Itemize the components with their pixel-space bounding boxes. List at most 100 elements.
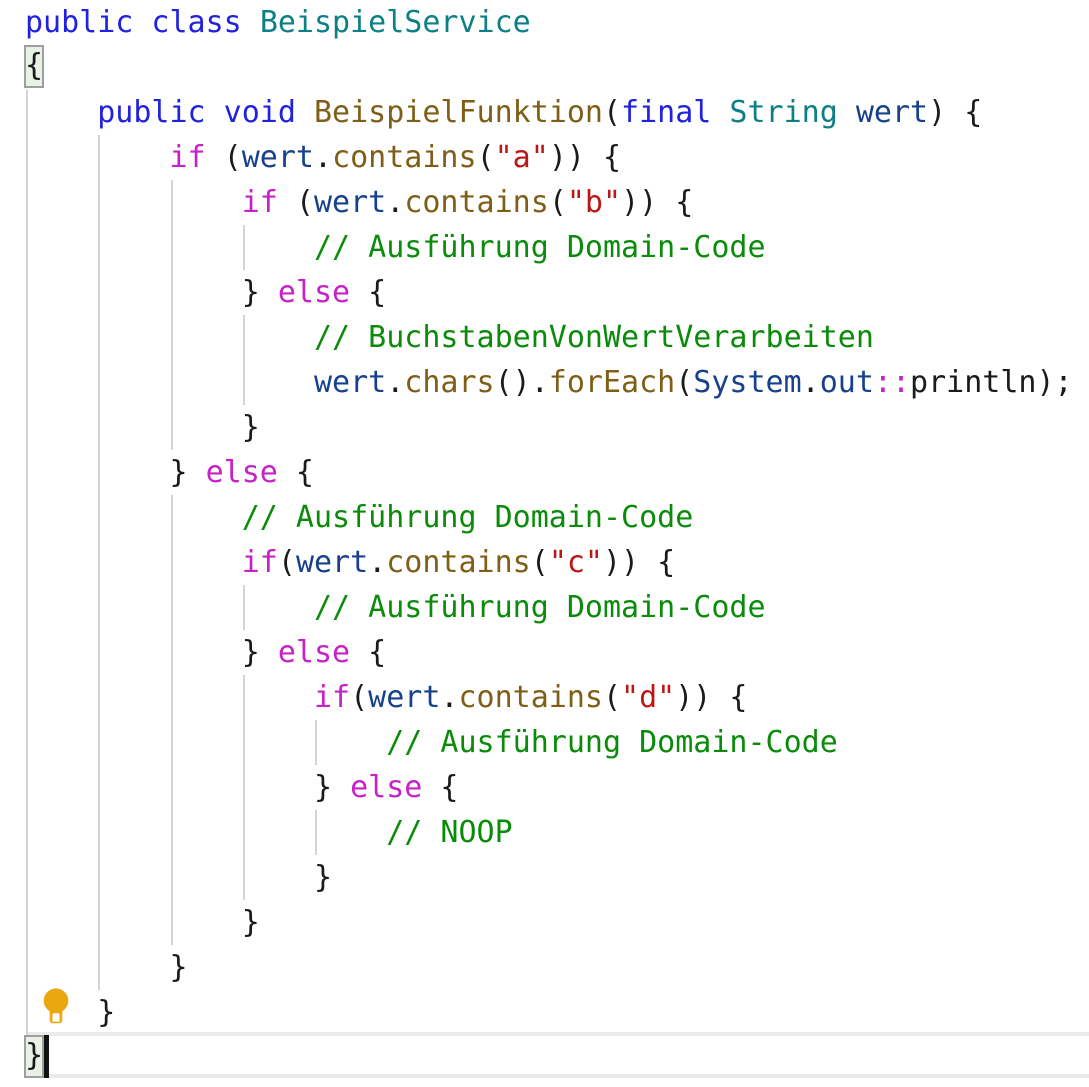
code-line: } bbox=[24, 1035, 1073, 1080]
code-token: else bbox=[277, 635, 351, 670]
code-token: contains bbox=[404, 185, 549, 220]
code-token: ( bbox=[530, 545, 549, 580]
code-token: ( bbox=[277, 545, 296, 580]
code-token: "b" bbox=[566, 185, 622, 220]
code-token: // Ausführung Domain-Code bbox=[386, 725, 838, 760]
code-token bbox=[25, 500, 242, 535]
code-line: // BuchstabenVonWertVerarbeiten bbox=[25, 315, 1073, 360]
code-token bbox=[25, 590, 314, 625]
code-line: } bbox=[25, 990, 1073, 1035]
caret-row-highlight-bottom bbox=[28, 1074, 1089, 1078]
code-token: } bbox=[25, 455, 206, 490]
indent-guide bbox=[98, 135, 101, 990]
code-token: System bbox=[693, 365, 802, 400]
code-token: "d" bbox=[621, 680, 676, 715]
code-token: ( bbox=[602, 95, 622, 130]
code-token: ( bbox=[602, 680, 622, 715]
code-line: wert.chars().forEach(System.out::println… bbox=[25, 360, 1073, 405]
code-token: . bbox=[314, 140, 333, 175]
indent-guide bbox=[315, 720, 318, 765]
code-line: } bbox=[25, 900, 1073, 945]
code-token: wert bbox=[295, 545, 369, 580]
code-token: BeispielService bbox=[259, 5, 531, 40]
code-token: // Ausführung Domain-Code bbox=[313, 230, 766, 265]
code-token: )) { bbox=[621, 185, 694, 220]
code-token: ( bbox=[350, 680, 369, 715]
code-token: ( bbox=[675, 365, 694, 400]
indent-guide bbox=[26, 90, 28, 1035]
code-token bbox=[25, 320, 314, 355]
code-line: } else { bbox=[25, 765, 1073, 810]
code-token bbox=[25, 230, 314, 265]
code-token bbox=[25, 140, 170, 175]
code-token bbox=[25, 365, 314, 400]
code-token: :: bbox=[873, 365, 911, 400]
indent-guide bbox=[170, 180, 173, 450]
code-token: ( bbox=[476, 140, 495, 175]
code-token: } bbox=[25, 860, 333, 895]
code-token bbox=[25, 815, 386, 850]
code-token: String bbox=[729, 95, 838, 130]
code-token: contains bbox=[458, 680, 603, 715]
code-token: if bbox=[313, 680, 351, 715]
code-line: } bbox=[25, 855, 1073, 900]
code-token: )) { bbox=[548, 140, 622, 175]
code-line: public void BeispielFunktion(final Strin… bbox=[25, 90, 1073, 135]
code-text-area[interactable]: public class BeispielService{ public voi… bbox=[0, 0, 1073, 1080]
indent-guide bbox=[170, 495, 173, 945]
code-line: } else { bbox=[25, 450, 1073, 495]
code-token: wert bbox=[313, 365, 387, 400]
code-token: final bbox=[621, 95, 730, 130]
code-token: ( bbox=[205, 140, 242, 175]
code-token: . bbox=[368, 545, 387, 580]
indent-guide bbox=[242, 315, 245, 405]
code-line: } bbox=[25, 945, 1073, 990]
code-line: { bbox=[24, 45, 1073, 90]
code-token: } bbox=[25, 635, 278, 670]
intention-bulb-button[interactable] bbox=[43, 988, 69, 1024]
code-token: ( bbox=[548, 185, 567, 220]
code-token: { bbox=[277, 455, 314, 490]
code-line: } else { bbox=[25, 630, 1073, 675]
lightbulb-icon bbox=[43, 988, 69, 1024]
code-token: ( bbox=[277, 185, 314, 220]
code-token: // NOOP bbox=[386, 815, 513, 850]
code-token: "c" bbox=[548, 545, 603, 580]
code-token: forEach bbox=[548, 365, 676, 400]
code-token bbox=[25, 185, 242, 220]
code-token: ); bbox=[1036, 365, 1073, 400]
code-line: if (wert.contains("a")) { bbox=[25, 135, 1073, 180]
code-token: out bbox=[819, 365, 874, 400]
code-token: )) { bbox=[675, 680, 748, 715]
code-token: } bbox=[25, 995, 116, 1030]
code-token: { bbox=[350, 635, 387, 670]
code-token: else bbox=[350, 770, 423, 805]
code-token bbox=[25, 95, 97, 130]
code-token: } bbox=[25, 950, 188, 985]
code-token: . bbox=[440, 680, 459, 715]
indent-guide bbox=[315, 810, 318, 855]
code-token: contains bbox=[386, 545, 531, 580]
matched-brace: { bbox=[24, 45, 45, 88]
code-line: // Ausführung Domain-Code bbox=[25, 495, 1073, 540]
code-token: . bbox=[386, 185, 405, 220]
code-token: contains bbox=[332, 140, 477, 175]
code-line: } bbox=[25, 405, 1073, 450]
code-token: } bbox=[25, 275, 278, 310]
code-token: )) { bbox=[603, 545, 676, 580]
code-token: if bbox=[241, 185, 278, 220]
code-token: public void bbox=[97, 95, 314, 130]
matched-brace: } bbox=[24, 1035, 45, 1078]
code-token: if bbox=[169, 140, 206, 175]
indent-guide bbox=[242, 225, 245, 270]
code-line: if(wert.contains("c")) { bbox=[25, 540, 1073, 585]
code-line: // Ausführung Domain-Code bbox=[25, 585, 1073, 630]
code-token: . bbox=[386, 365, 405, 400]
code-token: { bbox=[350, 275, 387, 310]
code-line: // Ausführung Domain-Code bbox=[25, 720, 1073, 765]
code-line: } else { bbox=[25, 270, 1073, 315]
indent-guide bbox=[242, 585, 245, 630]
code-line: public class BeispielService bbox=[25, 0, 1073, 45]
code-token: { bbox=[422, 770, 459, 805]
